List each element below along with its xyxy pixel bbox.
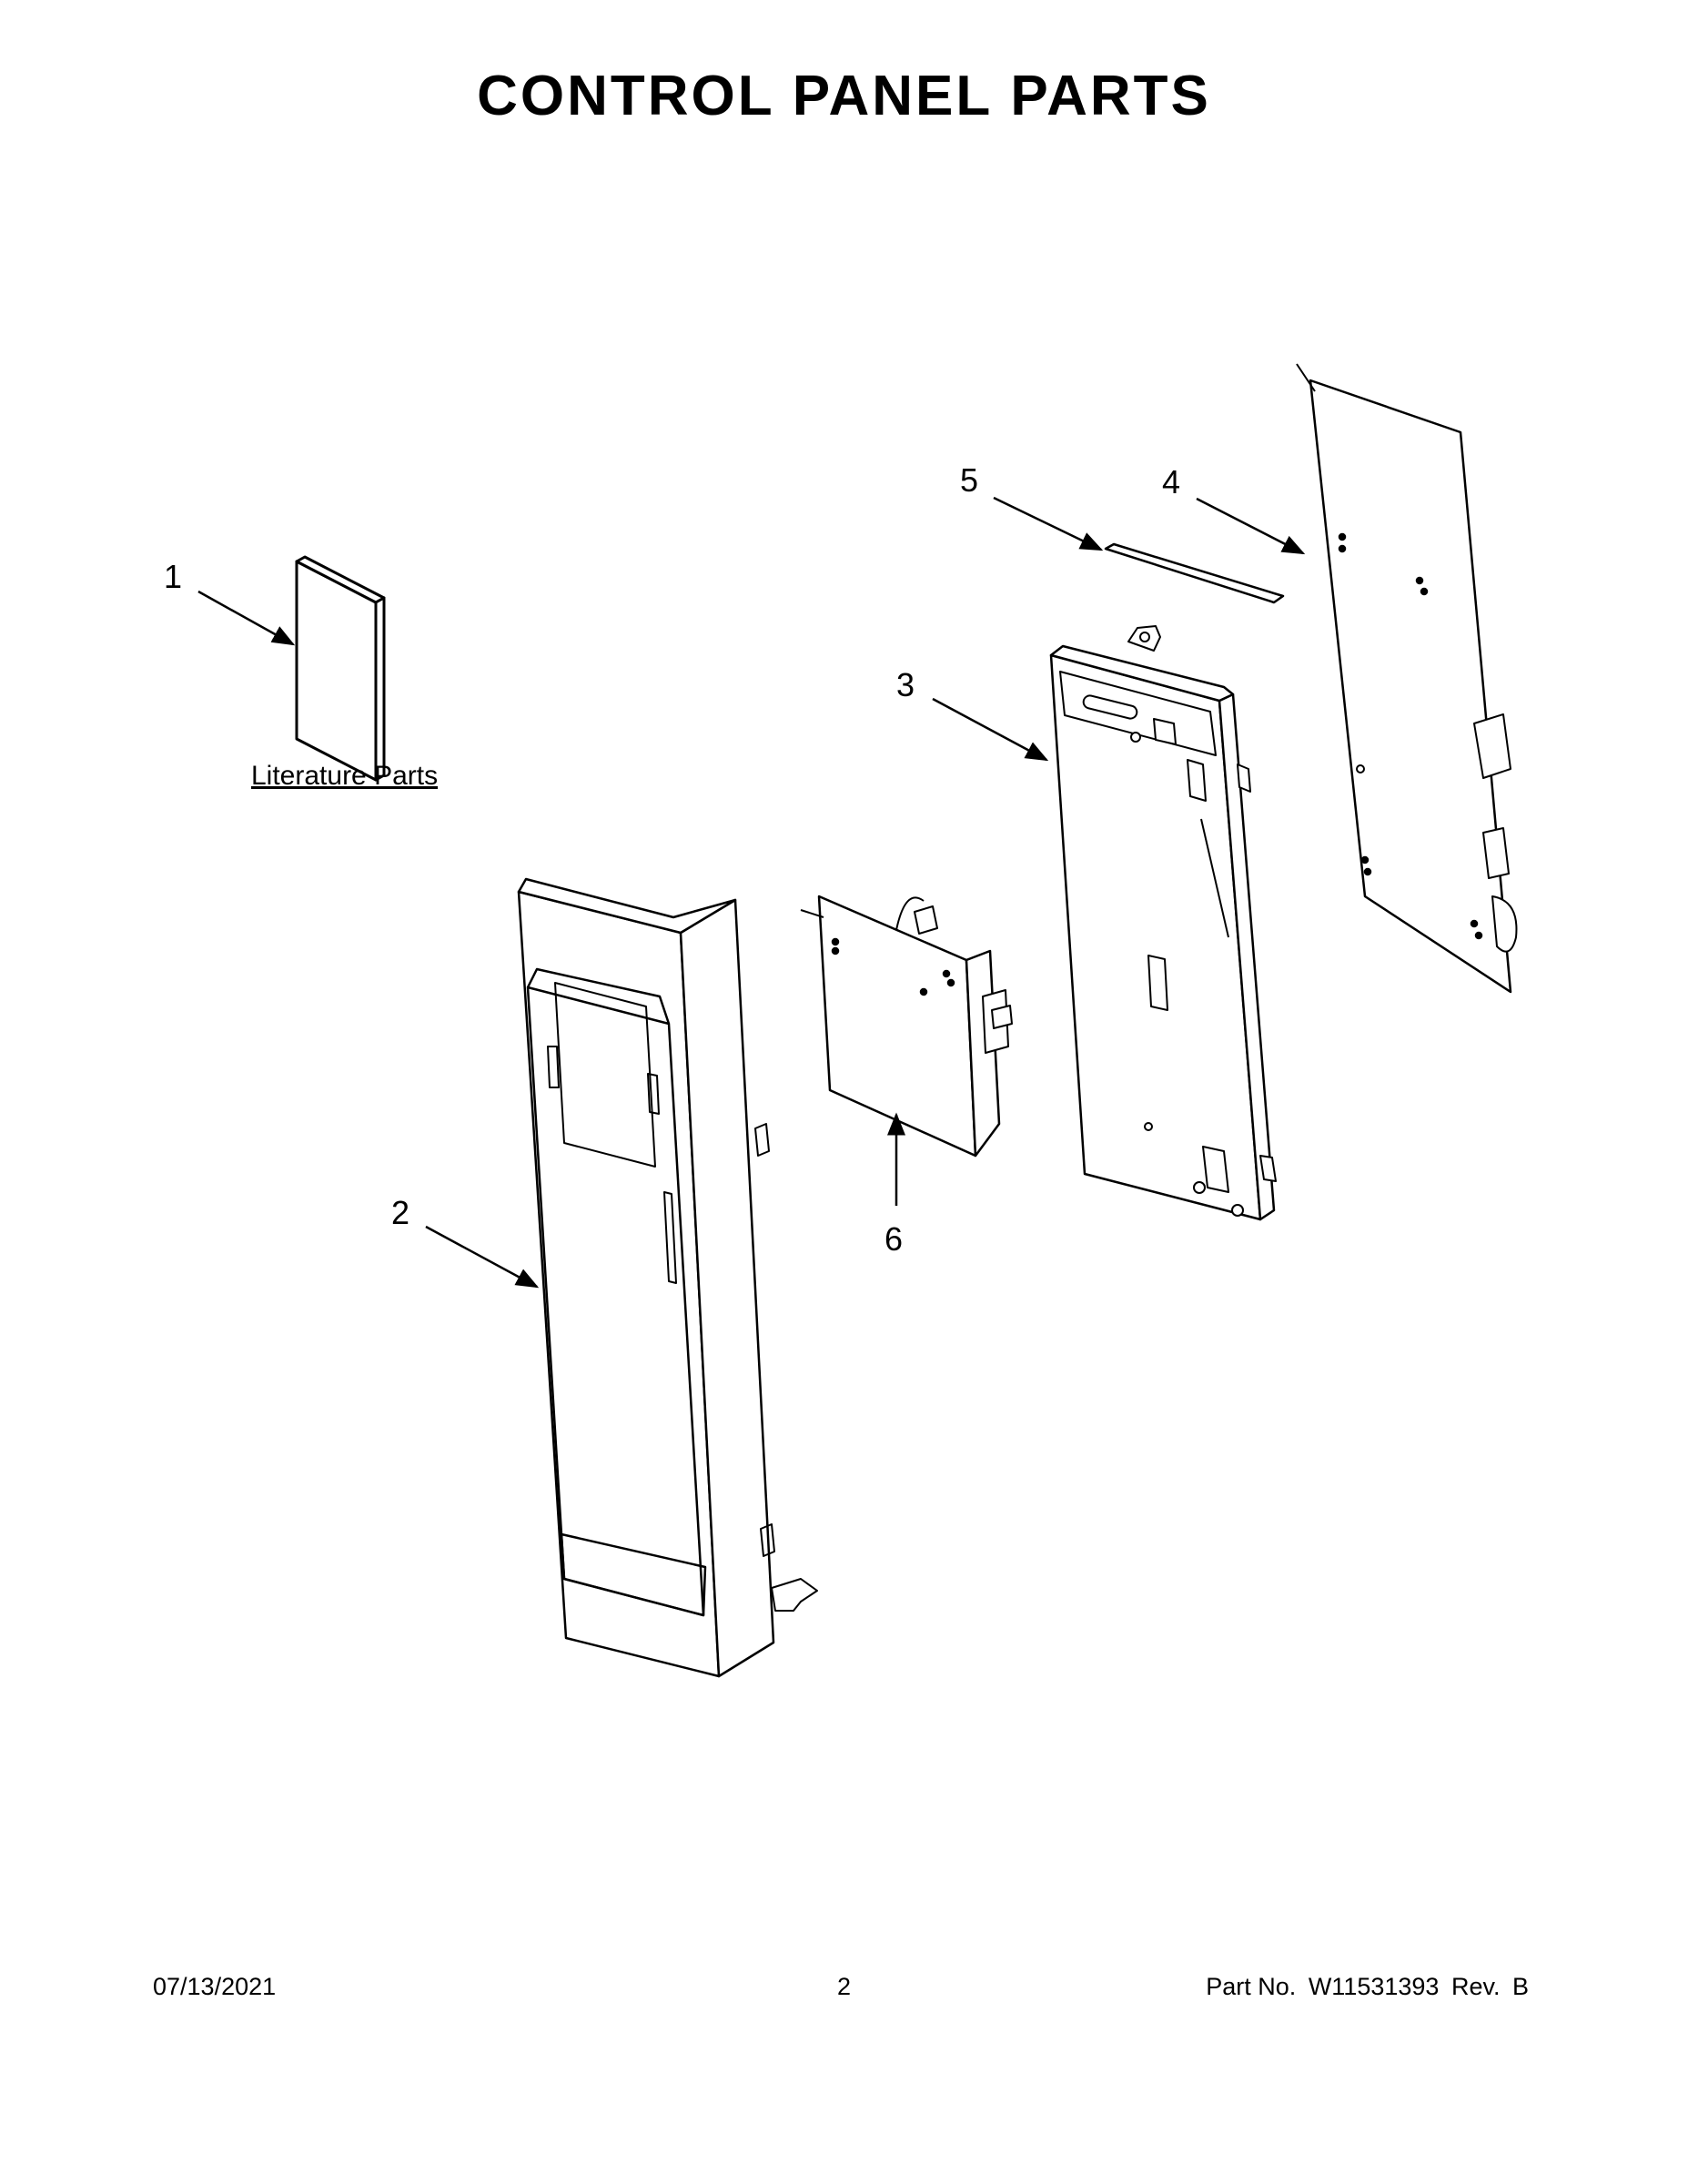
- board-lead: [800, 909, 824, 918]
- callout-arrow-1: [197, 590, 296, 646]
- callout-4: 4: [1162, 463, 1180, 500]
- footer-part-info: Part No. W11531393 Rev. B: [1200, 1973, 1529, 2001]
- callout-arrow-3: [932, 697, 1049, 762]
- board-pin: [1296, 363, 1316, 392]
- control-board-main: [1309, 379, 1518, 994]
- part-number: W11531393: [1308, 1973, 1440, 2000]
- insulation-strip: [1104, 542, 1285, 604]
- callout-arrow-5: [993, 496, 1104, 551]
- callout-arrow-4: [1196, 497, 1306, 555]
- page-title: CONTROL PANEL PARTS: [477, 65, 1211, 127]
- callout-6: 6: [884, 1220, 903, 1258]
- callout-2: 2: [391, 1194, 409, 1231]
- callout-3: 3: [896, 666, 915, 703]
- part-label: Part No.: [1206, 1973, 1297, 2000]
- rev-label: Rev.: [1450, 1973, 1501, 2000]
- literature-booklet: [295, 555, 386, 782]
- rev-value: B: [1511, 1973, 1529, 2000]
- control-panel-front: [517, 877, 818, 1678]
- callout-5: 5: [960, 461, 978, 499]
- footer-date: 07/13/2021: [153, 1973, 277, 2000]
- footer-page-number: 2: [836, 1973, 852, 2000]
- control-panel-frame: [1049, 625, 1277, 1221]
- control-board-small: [817, 895, 1013, 1158]
- callout-arrow-2: [425, 1225, 540, 1289]
- literature-parts-label: Literature Parts: [251, 761, 438, 791]
- callout-1: 1: [164, 558, 182, 595]
